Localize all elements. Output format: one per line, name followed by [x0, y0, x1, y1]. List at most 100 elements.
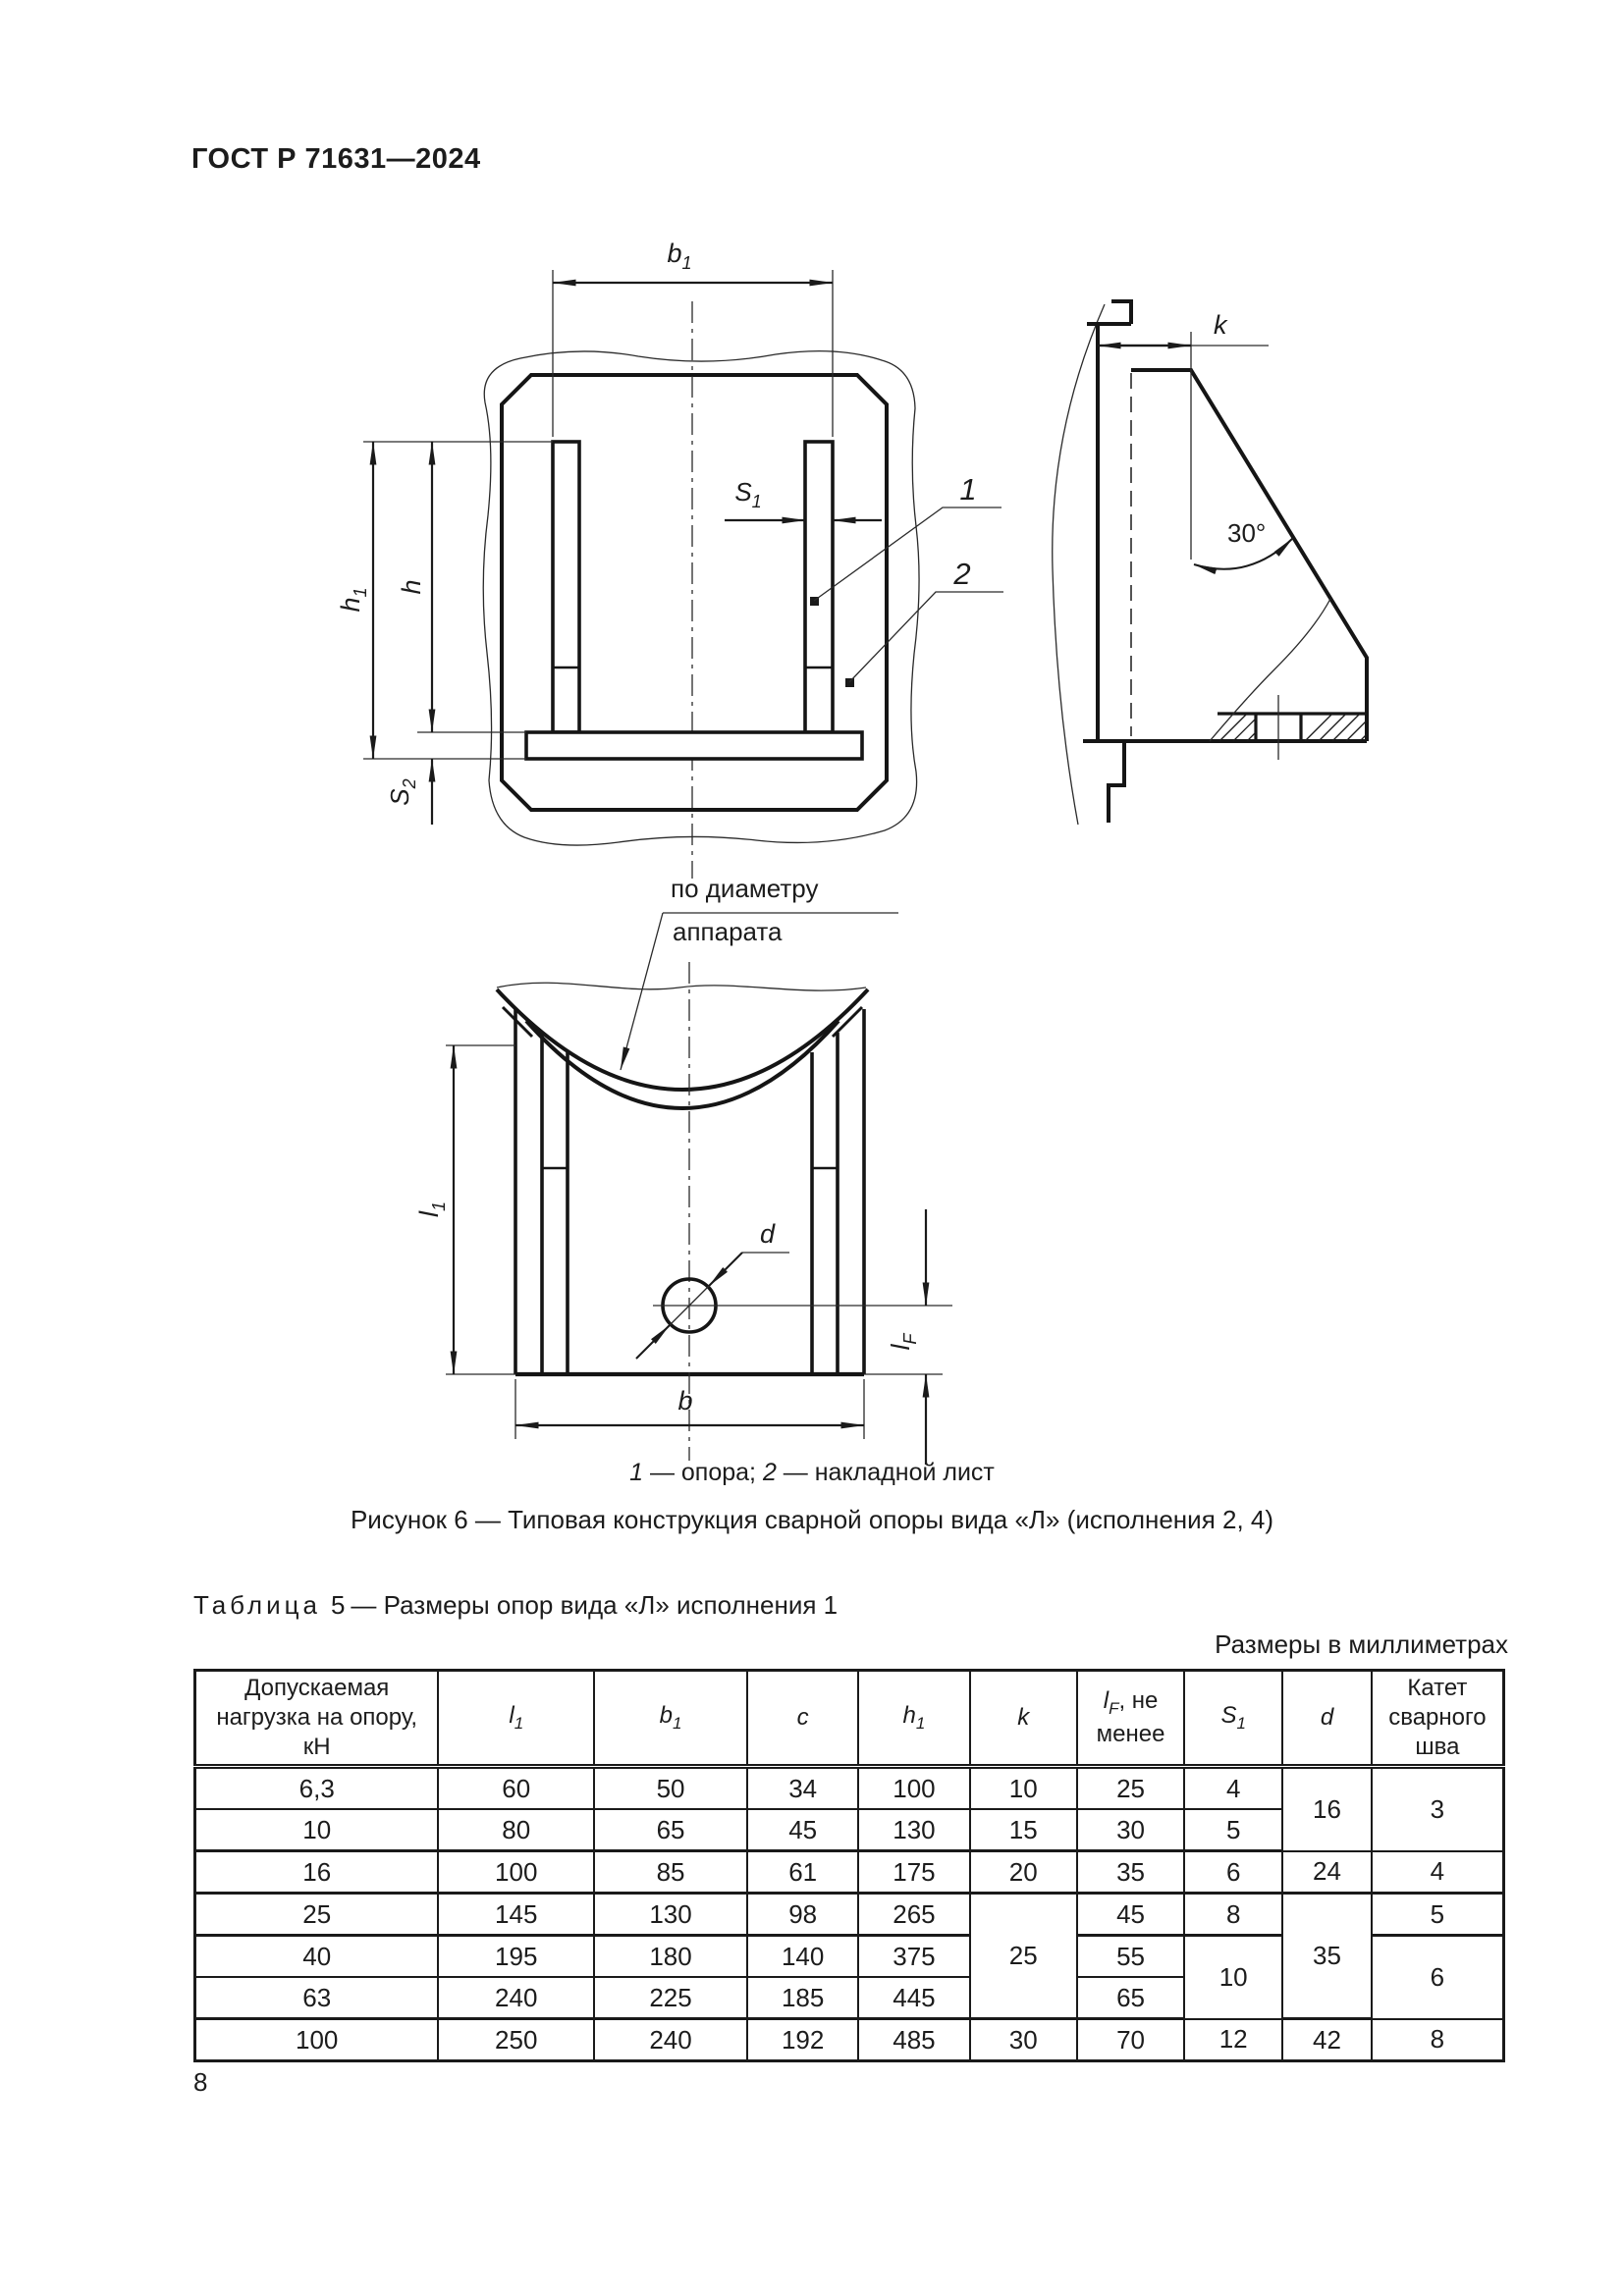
- col-header-h1: h1: [857, 1669, 971, 1769]
- cell: 8: [1370, 2017, 1505, 2062]
- cell: 5: [1183, 1808, 1284, 1852]
- cell: 30: [968, 2017, 1078, 2062]
- table-number: 5: [330, 1590, 346, 1620]
- col-header-l1: l1: [437, 1669, 596, 1769]
- col-header-b1: b1: [593, 1669, 749, 1769]
- cell: 16: [193, 1849, 440, 1895]
- table-row: 6,3 60 50 34 100 10 25 4 16 3: [193, 1765, 1505, 1852]
- cell: 60: [437, 1765, 596, 1810]
- dim-label-l1: l1: [414, 1201, 449, 1217]
- dim-label-s1: S1: [734, 477, 761, 511]
- cell: 145: [437, 1892, 596, 1937]
- cell: 24: [1281, 1849, 1373, 1895]
- col-header-lf: lF, не менее: [1075, 1669, 1186, 1769]
- gusset-break-line: [1209, 598, 1331, 742]
- cell: 265: [857, 1892, 971, 1937]
- col-header-d: d: [1281, 1669, 1373, 1769]
- cell: 65: [1075, 1976, 1186, 2020]
- dim-label-h: h: [397, 579, 426, 594]
- cell: 5: [1370, 1892, 1505, 1937]
- cell: 4: [1370, 1849, 1505, 1895]
- table-row: 40 195 180 140 375 55 10 6: [193, 1934, 1505, 2020]
- cell: 175: [857, 1849, 971, 1895]
- table-header: Допускаемая нагрузка на опору, кН l1 b1 …: [193, 1669, 1505, 1769]
- d-arrow-upper: [708, 1252, 743, 1287]
- table-label: Таблица: [193, 1590, 321, 1620]
- angle-label: 30°: [1227, 518, 1266, 548]
- cell: 250: [437, 2017, 596, 2062]
- standard-number: ГОСТ Р 71631—2024: [191, 143, 481, 175]
- col-header-s1: S1: [1183, 1669, 1284, 1769]
- cell: 98: [746, 1892, 860, 1937]
- dim-label-b: b: [677, 1386, 692, 1415]
- support-leg-right: [803, 440, 835, 734]
- table-row: 10 80 65 45 130 15 30 5: [193, 1808, 1504, 1852]
- figure-side-view: k 30°: [1052, 299, 1369, 826]
- table-row: 16 100 85 61 175 20 35 6 24 4: [193, 1849, 1505, 1895]
- table-title: Таблица 5— Размеры опор вида «Л» исполнен…: [193, 1590, 838, 1621]
- cell: 35: [1075, 1849, 1186, 1895]
- cell-merged: 10: [1183, 1934, 1284, 2020]
- dimensions-table: Допускаемая нагрузка на опору, кН l1 b1 …: [193, 1669, 1505, 2062]
- cell: 240: [593, 2017, 749, 2062]
- cell: 25: [193, 1892, 440, 1937]
- note-leader: [620, 912, 664, 1071]
- cell: 185: [746, 1976, 860, 2020]
- cell: 80: [437, 1808, 596, 1852]
- legend-num-2: 2: [762, 1459, 777, 1486]
- cell-merged: 6: [1370, 1934, 1505, 2020]
- cell: 85: [593, 1849, 749, 1895]
- figure-legend: 1 — опора; 2 — накладной лист: [0, 1459, 1624, 1487]
- cell: 445: [857, 1976, 971, 2020]
- dim-label-lf: lF: [886, 1333, 920, 1351]
- cell-merged: 25: [968, 1892, 1078, 2020]
- callout-dot-2: [845, 678, 854, 687]
- cell: 12: [1183, 2017, 1284, 2062]
- cell: 45: [746, 1808, 860, 1852]
- callout-label-1: 1: [959, 472, 976, 507]
- figure-front-view: b1 h1 h S2 S1 1 2: [336, 239, 1003, 879]
- dim-label-s2: S2: [385, 778, 419, 805]
- callout-leader-1: [813, 507, 1001, 602]
- cell: 192: [746, 2017, 860, 2062]
- section-hatching: [1218, 713, 1368, 742]
- cell: 195: [437, 1934, 596, 1978]
- callout-dot-1: [810, 597, 819, 606]
- cell: 130: [857, 1808, 971, 1852]
- legend-text-2: — накладной лист: [776, 1459, 995, 1486]
- cell: 70: [1075, 2017, 1186, 2062]
- cell: 130: [593, 1892, 749, 1937]
- cell: 63: [193, 1976, 440, 2020]
- cell: 40: [193, 1934, 440, 1978]
- legend-num-1: 1: [629, 1459, 644, 1486]
- dim-label-h1: h1: [336, 587, 370, 612]
- cell: 100: [857, 1765, 971, 1810]
- saddle-outer-arc: [495, 988, 870, 1092]
- cell-merged: 16: [1281, 1765, 1373, 1852]
- col-header-c: c: [746, 1669, 860, 1769]
- callout-leader-2: [848, 591, 1003, 683]
- cell: 6: [1183, 1849, 1284, 1895]
- cell: 375: [857, 1934, 971, 1978]
- callout-label-2: 2: [952, 557, 970, 591]
- figure-caption: Рисунок 6 — Типовая конструкция сварной …: [350, 1505, 1274, 1534]
- units-note: Размеры в миллиметрах: [1215, 1629, 1508, 1659]
- cell-merged: 3: [1370, 1765, 1505, 1852]
- table-title-text: — Размеры опор вида «Л» исполнения 1: [351, 1590, 839, 1620]
- table-row: 63 240 225 185 445 65: [193, 1976, 1504, 2020]
- d-arrow-lower: [635, 1324, 671, 1360]
- cell: 8: [1183, 1892, 1284, 1937]
- cell: 485: [857, 2017, 971, 2062]
- cell: 50: [593, 1765, 749, 1810]
- note-diameter-line2: аппарата: [673, 917, 783, 946]
- shell-break-line: [1052, 303, 1106, 826]
- cell: 61: [746, 1849, 860, 1895]
- table-row: 25 145 130 98 265 25 45 8 35 5: [193, 1892, 1505, 2020]
- cell: 225: [593, 1976, 749, 2020]
- col-header-k: k: [968, 1669, 1078, 1769]
- cell: 25: [1075, 1765, 1186, 1810]
- cell: 55: [1075, 1934, 1186, 1978]
- shell-break-line: [496, 982, 867, 991]
- dim-label-k: k: [1214, 310, 1228, 340]
